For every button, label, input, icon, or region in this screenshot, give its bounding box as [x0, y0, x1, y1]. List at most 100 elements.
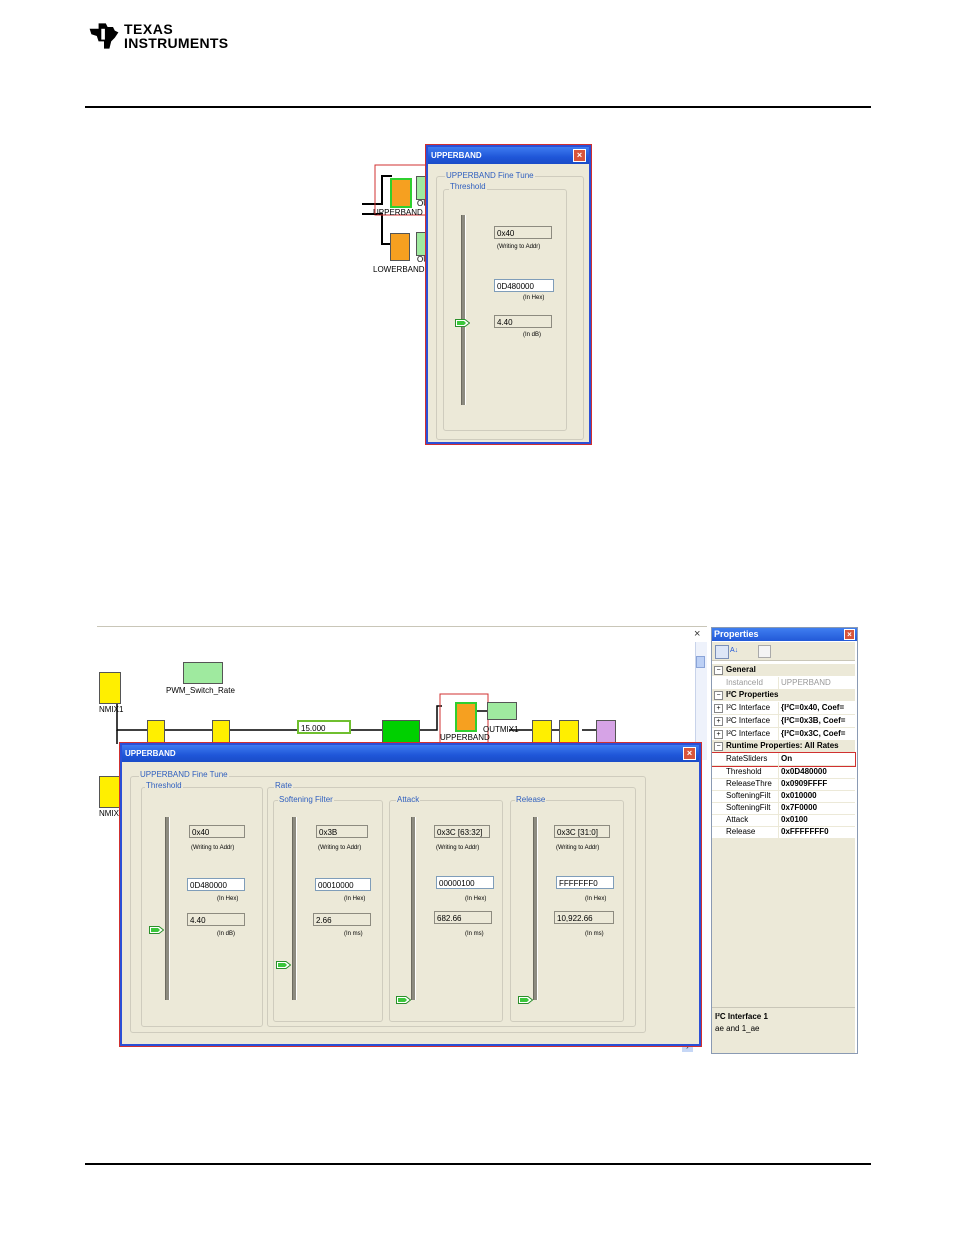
release-ms-cap: (In ms) [585, 931, 604, 937]
properties-close-icon[interactable]: × [844, 629, 855, 640]
attack-ms: 682.66 [434, 911, 492, 924]
collapse-icon[interactable]: − [714, 691, 723, 700]
nmix2-block[interactable] [99, 776, 121, 808]
outmix1-block[interactable] [487, 702, 517, 720]
mix-block-b[interactable] [212, 720, 230, 744]
softening-track[interactable] [292, 817, 297, 1000]
mix-block-a[interactable] [147, 720, 165, 744]
upperband-dialog-small: UPPERBAND × UPPERBAND Fine Tune Threshol… [426, 145, 591, 444]
large-threshold-hex[interactable]: 0D480000 [187, 878, 245, 891]
expand-icon[interactable]: + [714, 704, 723, 713]
ti-wordmark-line2: Instruments [124, 35, 229, 51]
lowerband-block[interactable] [390, 233, 410, 261]
ti-wordmark-line1: Texas [124, 21, 174, 37]
outmix1-label: OUTMIX1 [483, 725, 519, 734]
attack-hex[interactable]: 00000100 [436, 876, 494, 889]
upperband-block-label: UPPERBAND [373, 208, 423, 217]
nmix1-label: NMIX1 [99, 705, 124, 714]
release-label: Release [515, 795, 547, 805]
threshold-group-label: Threshold [449, 182, 487, 192]
canvas-hscroll-arrow-icon[interactable]: › [682, 1042, 693, 1052]
expand-icon[interactable]: + [714, 717, 723, 726]
rate-group [267, 787, 636, 1027]
threshold-hex-input[interactable]: 0D480000 [494, 279, 554, 292]
upperband-block-large[interactable] [455, 702, 477, 732]
property-pages-icon[interactable] [758, 645, 771, 658]
softening-addr-cap: (Writing to Addr) [318, 845, 362, 851]
large-fine-tune-group [130, 776, 646, 1033]
cat-runtime[interactable]: −Runtime Properties: All Rates [712, 740, 855, 752]
fine-tune-group-label: UPPERBAND Fine Tune [445, 171, 535, 181]
dialog-title: UPPERBAND [428, 147, 589, 164]
small-figure: UPPERBAND OU LOWERBAND OU UPPERBAND × UP… [360, 140, 595, 446]
collapse-icon[interactable]: − [714, 666, 723, 675]
large-fine-tune-label: UPPERBAND Fine Tune [139, 770, 229, 780]
release-hex-cap: (In Hex) [585, 896, 607, 902]
out-block-1-label: OU [417, 199, 429, 208]
categorized-icon[interactable] [715, 645, 729, 659]
threshold-slider-thumb-icon[interactable] [455, 319, 470, 328]
softening-label: Softening Filter [278, 795, 334, 805]
ti-logo-icon [89, 23, 119, 49]
attack-addr: 0x3C [63:32] [434, 825, 490, 838]
threshold-slider-track[interactable] [461, 215, 466, 405]
cat-i2c-properties[interactable]: −I²C Properties [712, 689, 855, 701]
large-threshold-addr: 0x40 [189, 825, 245, 838]
release-track[interactable] [533, 817, 538, 1000]
large-threshold-db: 4.40 [187, 913, 245, 926]
release-addr: 0x3C [31:0] [554, 825, 610, 838]
large-threshold-track[interactable] [165, 817, 170, 1000]
release-group [510, 800, 624, 1022]
threshold-group [443, 189, 567, 431]
spin-box[interactable]: 15.000 [297, 720, 351, 734]
attack-track[interactable] [411, 817, 416, 1000]
softening-hex[interactable]: 00010000 [315, 878, 371, 891]
cat-general[interactable]: −General [712, 664, 855, 676]
upperband-large-label: UPPERBAND [440, 733, 490, 742]
upperband-block[interactable] [390, 178, 412, 208]
pwm-switch-rate-label: PWM_Switch_Rate [166, 686, 235, 695]
canvas-vscroll[interactable] [695, 642, 707, 760]
canvas-vscroll-thumb[interactable] [696, 656, 705, 668]
dialog-large-close-icon[interactable]: × [683, 747, 696, 760]
threshold-hex-caption: (In Hex) [523, 295, 545, 301]
softening-thumb-icon[interactable] [276, 961, 291, 969]
threshold-addr-caption: (Writing to Addr) [497, 244, 541, 250]
nmix2-label: NMIX2 [99, 809, 124, 818]
release-ms: 10,922.66 [554, 911, 614, 924]
prop-i2c-1[interactable]: +I²C Interface{I²C=0x40, Coef= [712, 702, 855, 715]
threshold-db-field: 4.40 [494, 315, 552, 328]
large-threshold-thumb-icon[interactable] [149, 926, 164, 934]
release-hex[interactable]: FFFFFFF0 [556, 876, 614, 889]
softening-hex-cap: (In Hex) [344, 896, 366, 902]
expand-icon[interactable]: + [714, 730, 723, 739]
large-threshold-addr-cap: (Writing to Addr) [191, 845, 235, 851]
properties-empty-area [712, 839, 855, 1007]
canvas-close-icon[interactable]: × [694, 628, 701, 640]
release-thumb-icon[interactable] [518, 996, 533, 1004]
properties-description: I²C Interface 1 ae and 1_ae [712, 1007, 855, 1053]
attack-thumb-icon[interactable] [396, 996, 411, 1004]
collapse-icon[interactable]: − [714, 742, 723, 751]
alphabetical-icon[interactable]: A↓ [730, 647, 739, 654]
pwm-switch-rate-block[interactable] [183, 662, 223, 684]
prop-i2c-2[interactable]: +I²C Interface{I²C=0x3B, Coef= [712, 715, 855, 728]
spin-box-value: 15.000 [301, 724, 326, 733]
large-threshold-db-cap: (In dB) [217, 931, 236, 937]
attack-addr-cap: (Writing to Addr) [436, 845, 480, 851]
threshold-db-caption: (In dB) [523, 332, 542, 338]
upperband-dialog-large: UPPERBAND × UPPERBAND Fine Tune Threshol… [120, 743, 701, 1046]
out-block-2-label: OU [417, 255, 429, 264]
release-addr-cap: (Writing to Addr) [556, 845, 600, 851]
close-icon[interactable]: × [573, 149, 586, 162]
nmix1-block[interactable] [99, 672, 121, 704]
footer-rule [85, 1163, 871, 1165]
